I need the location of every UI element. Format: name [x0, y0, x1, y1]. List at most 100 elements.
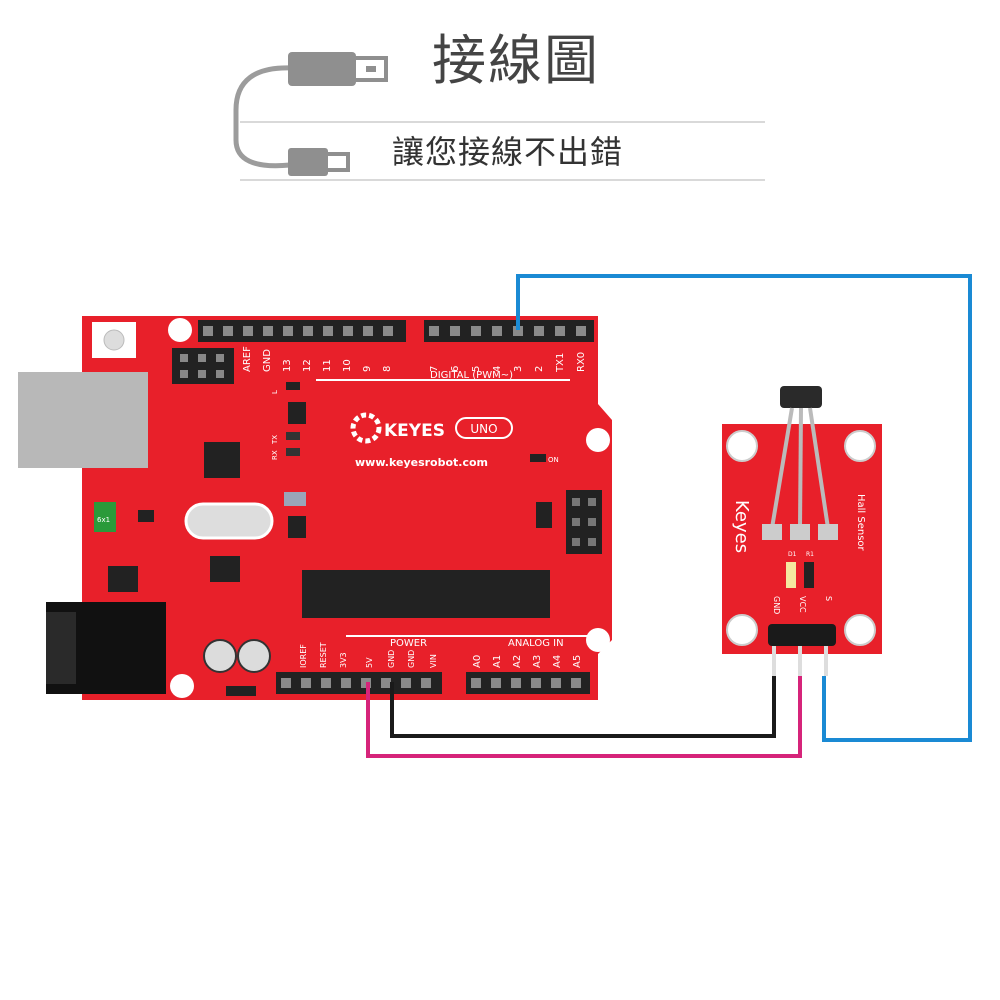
module-pin-header — [768, 624, 836, 646]
digital-label: DIGITAL (PWM~) — [430, 370, 513, 381]
component-label: R1 — [806, 551, 814, 558]
pin-label: 7 — [429, 366, 440, 372]
mounting-hole — [586, 628, 610, 652]
analog-header — [466, 672, 590, 694]
mounting-hole — [844, 430, 876, 462]
pin-label: 5V — [365, 657, 374, 668]
pin-label: 12 — [302, 359, 313, 372]
header-pin — [263, 326, 273, 336]
page-subtitle: 讓您接線不出錯 — [392, 133, 624, 171]
mounting-hole — [726, 430, 758, 462]
usb-chip — [204, 442, 240, 478]
pin-label: RESET — [319, 642, 328, 668]
header-pin — [283, 326, 293, 336]
led-label: RX — [271, 450, 279, 460]
pin-label: A1 — [492, 655, 503, 668]
crystal — [184, 502, 274, 540]
pin-label: 6 — [450, 366, 461, 372]
pin-label: IOREF — [299, 644, 308, 668]
digital-header-left — [198, 320, 406, 342]
usb-port — [18, 372, 148, 468]
module-name: Hall Sensor — [855, 494, 866, 552]
pin-label: A2 — [512, 655, 523, 668]
mounting-hole — [586, 428, 610, 452]
header-pin — [381, 678, 391, 688]
pin-label: 13 — [282, 359, 293, 372]
pin-label: RX0 — [576, 352, 587, 372]
header-pin — [471, 326, 481, 336]
header-pin — [513, 326, 523, 336]
module-brand: Keyes — [731, 500, 752, 553]
mounting-hole — [168, 318, 192, 342]
pin-label: 10 — [342, 359, 353, 372]
pin-label: A5 — [572, 655, 583, 668]
header-pin — [429, 326, 439, 336]
pin-label: A4 — [552, 655, 563, 668]
led-label: L — [271, 390, 279, 394]
module-pin-label: S — [824, 596, 833, 601]
header-pin — [450, 326, 460, 336]
icsp-header — [172, 348, 234, 384]
fuse — [94, 502, 116, 532]
keyes-logo-icon — [350, 412, 382, 444]
pin-label: 3V3 — [339, 652, 348, 668]
pin-label: GND — [407, 650, 416, 668]
header-pin — [363, 326, 373, 336]
module-pin-label: VCC — [798, 596, 807, 613]
digital-header-right — [424, 320, 594, 342]
icsp-header-right — [566, 490, 602, 554]
wire-signal-d3 — [516, 274, 972, 742]
header-pin — [531, 678, 541, 688]
header-pin — [243, 326, 253, 336]
pin-label: 9 — [362, 366, 373, 372]
header-pin — [303, 326, 313, 336]
pin-label: 11 — [322, 359, 333, 372]
led-d1 — [786, 562, 796, 588]
uno-badge — [455, 417, 513, 439]
header-pin — [551, 678, 561, 688]
mounting-hole — [844, 614, 876, 646]
header-pin — [401, 678, 411, 688]
page-title: 接線圖 — [432, 29, 600, 92]
header-pin — [492, 326, 502, 336]
pin-label: 8 — [382, 366, 393, 372]
atmega-chip — [302, 570, 550, 618]
led-label: TX — [271, 435, 279, 445]
header-pin — [281, 678, 291, 688]
header-pin — [383, 326, 393, 336]
component-label: D1 — [788, 551, 797, 558]
board-website: www.keyesrobot.com — [355, 456, 488, 469]
header-pin — [223, 326, 233, 336]
wire-gnd — [390, 676, 776, 738]
header-pin — [343, 326, 353, 336]
header-pin — [341, 678, 351, 688]
mounting-hole — [170, 674, 194, 698]
header-pin — [511, 678, 521, 688]
header-pin — [421, 678, 431, 688]
pin-label: 4 — [492, 366, 503, 372]
header-pin — [323, 326, 333, 336]
led-label: ON — [548, 456, 559, 464]
header-pin — [555, 326, 565, 336]
power-label: POWER — [390, 638, 427, 649]
header-pin — [534, 326, 544, 336]
header-pin — [576, 326, 586, 336]
usb-cable-icon — [233, 52, 388, 176]
fuse-label: 6x1 — [97, 516, 110, 524]
board-model-badge: UNO — [470, 422, 497, 436]
header-pin — [571, 678, 581, 688]
mounting-hole — [726, 614, 758, 646]
resistor-r1 — [804, 562, 814, 588]
pin-label: 3 — [513, 366, 524, 372]
header-pin — [203, 326, 213, 336]
hall-sensor-chip — [780, 386, 822, 408]
capacitor — [203, 639, 237, 673]
pin-label: A3 — [532, 655, 543, 668]
wire-vcc-5v — [366, 676, 802, 758]
header-pin — [471, 678, 481, 688]
pin-label: TX1 — [555, 353, 566, 373]
header-pin — [301, 678, 311, 688]
